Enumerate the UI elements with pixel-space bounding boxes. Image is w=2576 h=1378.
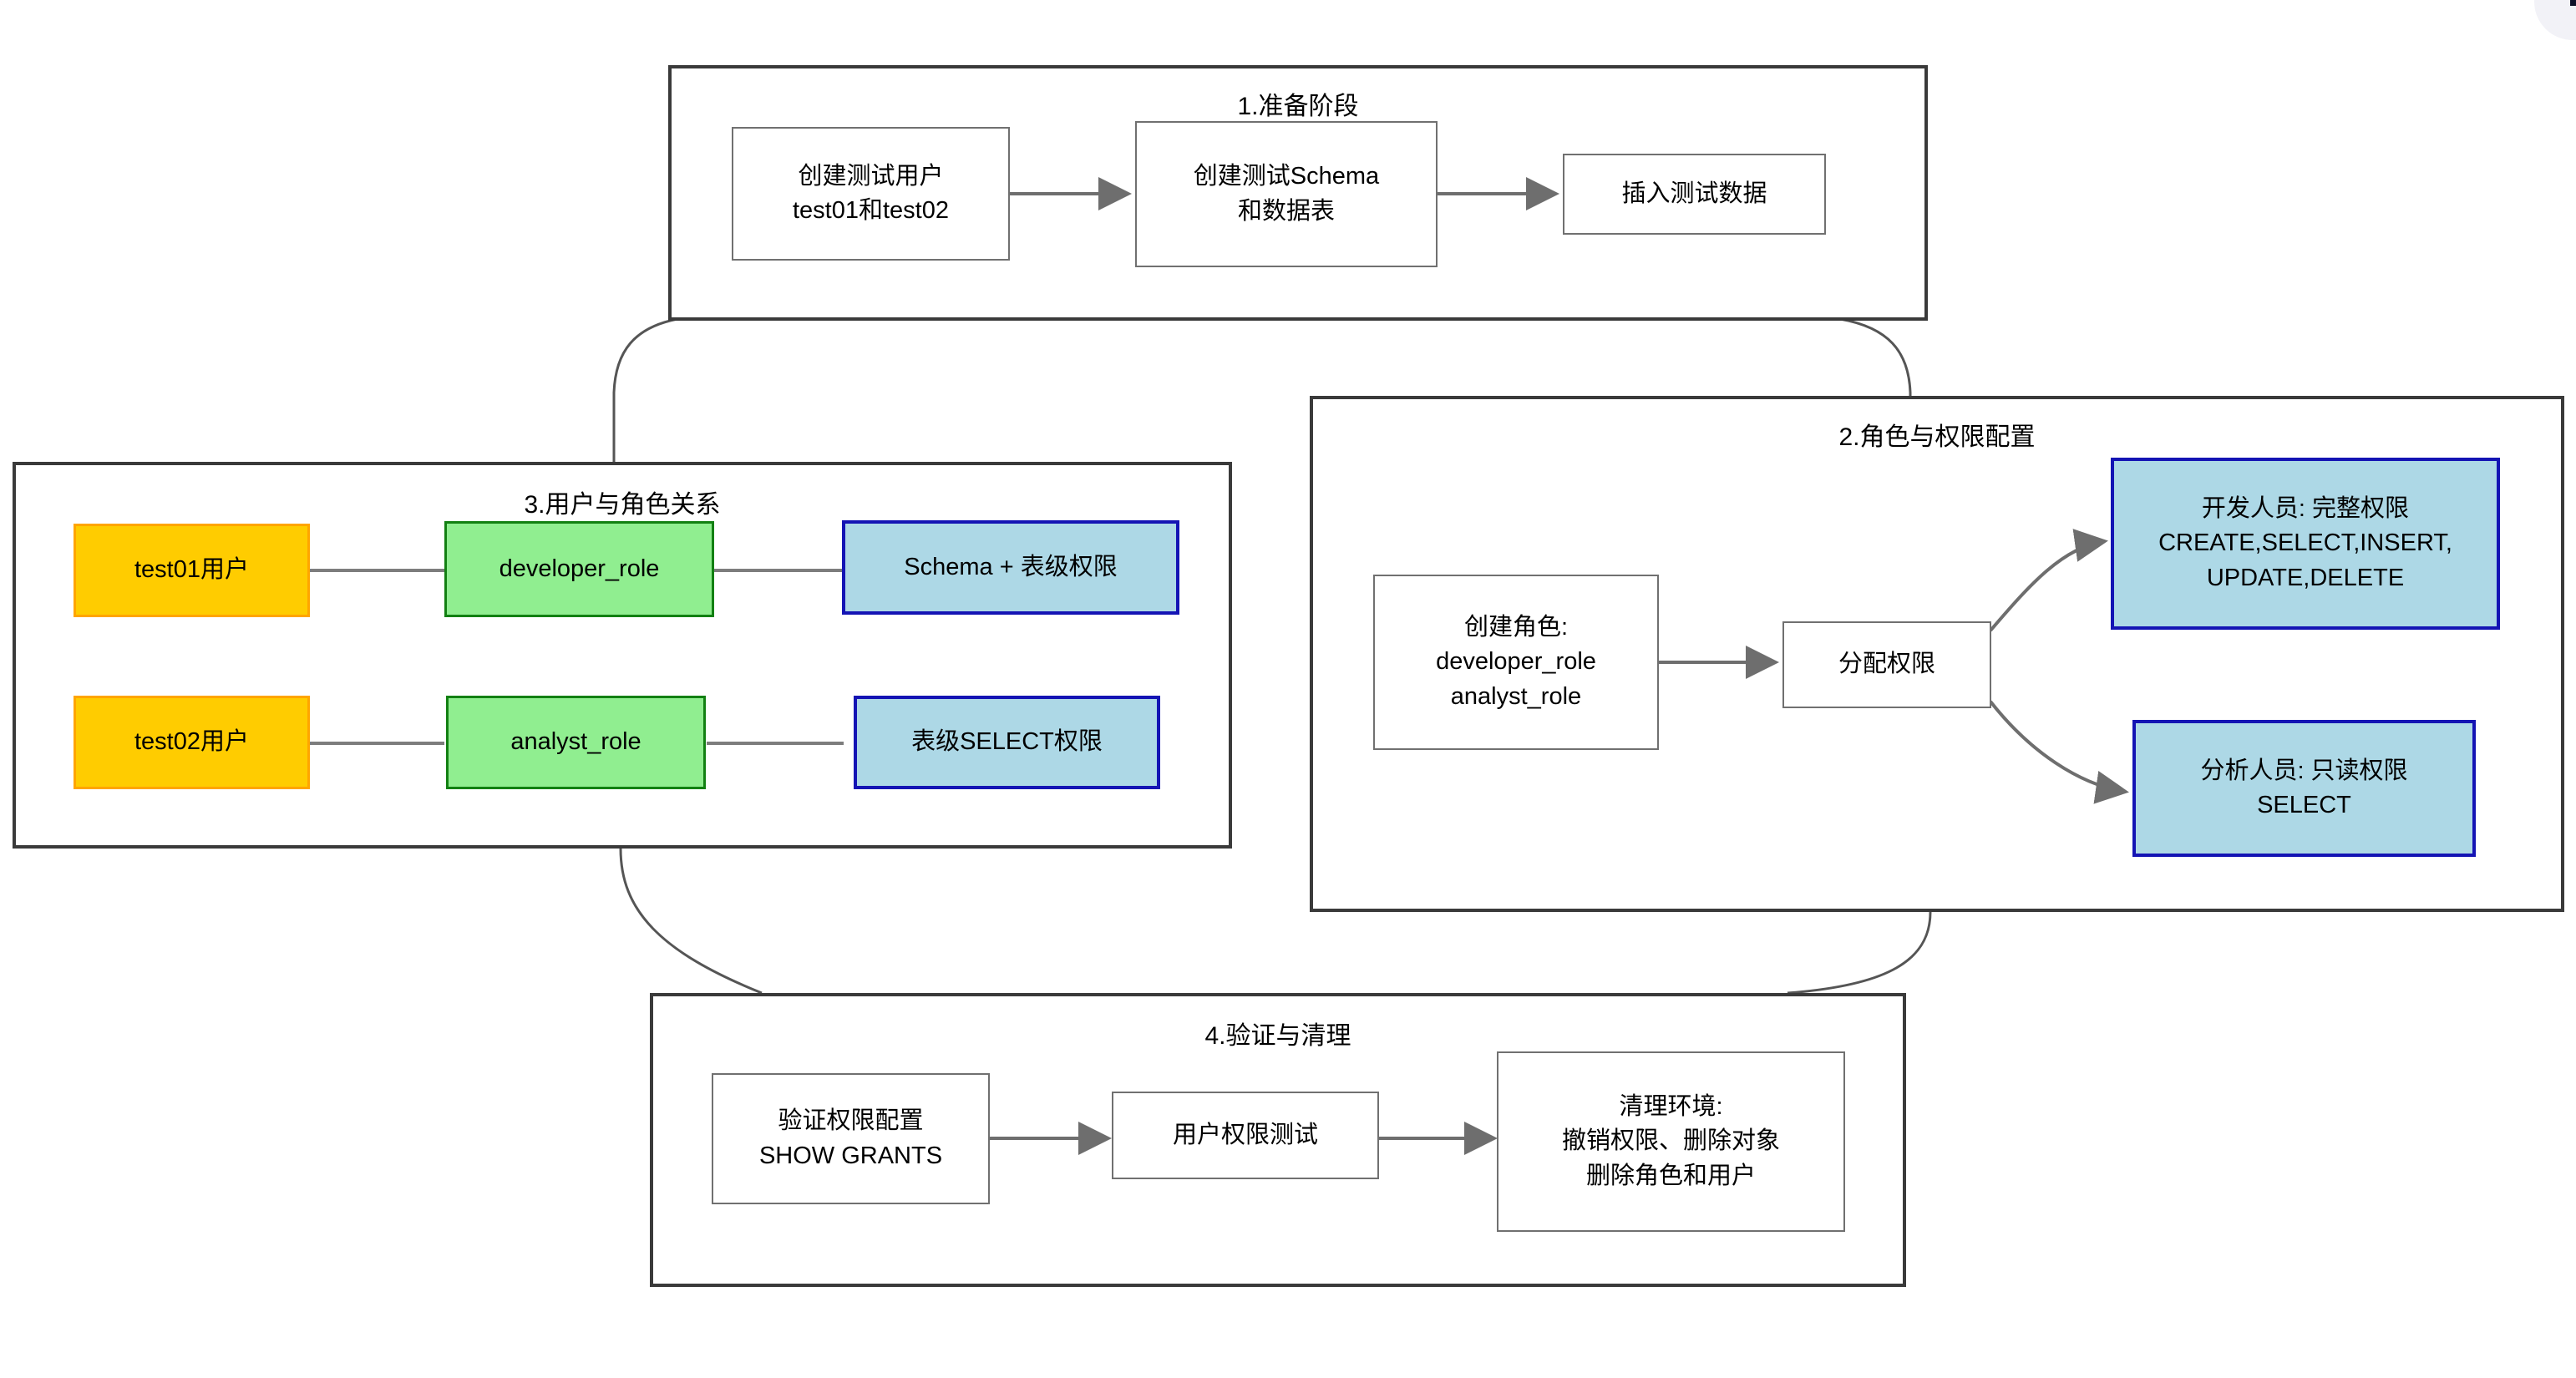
node-privilege-schema-table[interactable]: Schema + 表级权限 xyxy=(842,520,1179,615)
cluster-preparation: 1.准备阶段 xyxy=(668,65,1928,321)
cluster-user-role-relations: 3.用户与角色关系 xyxy=(13,462,1232,849)
cluster-1-title: 1.准备阶段 xyxy=(1237,93,1359,120)
node-privilege-table-select[interactable]: 表级SELECT权限 xyxy=(854,696,1160,789)
node-user-privilege-test[interactable]: 用户权限测试 xyxy=(1112,1092,1379,1179)
node-developer-full-privileges[interactable]: 开发人员: 完整权限 CREATE,SELECT,INSERT, UPDATE,… xyxy=(2111,458,2500,630)
cluster-3-title: 3.用户与角色关系 xyxy=(524,491,721,519)
cluster-2-title: 2.角色与权限配置 xyxy=(1838,423,2036,451)
node-insert-test-data[interactable]: 插入测试数据 xyxy=(1563,154,1826,235)
cluster-link-c3-c4 xyxy=(619,848,763,995)
window-corner-chrome xyxy=(2534,0,2576,40)
node-cleanup-environment[interactable]: 清理环境: 撤销权限、删除对象 删除角色和用户 xyxy=(1497,1051,1845,1232)
node-role-developer[interactable]: developer_role xyxy=(444,521,714,617)
node-user-test02[interactable]: test02用户 xyxy=(74,696,310,789)
node-assign-privileges[interactable]: 分配权限 xyxy=(1782,621,1991,708)
cluster-link-c2-c4 xyxy=(1787,911,1932,995)
cluster-verify-cleanup: 4.验证与清理 xyxy=(650,993,1906,1287)
node-create-roles[interactable]: 创建角色: developer_role analyst_role xyxy=(1373,575,1659,750)
node-analyst-readonly-privileges[interactable]: 分析人员: 只读权限 SELECT xyxy=(2132,720,2476,857)
cluster-link-c1-c2 xyxy=(1839,317,1912,398)
node-verify-privileges[interactable]: 验证权限配置 SHOW GRANTS xyxy=(712,1073,990,1204)
cluster-link-c1-c3 xyxy=(612,317,678,462)
node-create-test-users[interactable]: 创建测试用户 test01和test02 xyxy=(732,127,1010,261)
node-user-test01[interactable]: test01用户 xyxy=(74,524,310,617)
cluster-4-title: 4.验证与清理 xyxy=(1204,1022,1351,1050)
node-create-test-schema[interactable]: 创建测试Schema 和数据表 xyxy=(1135,121,1438,267)
node-role-analyst[interactable]: analyst_role xyxy=(446,696,706,789)
cluster-role-privilege-config: 2.角色与权限配置 xyxy=(1310,396,2564,912)
window-corner-dot xyxy=(2570,0,2576,6)
